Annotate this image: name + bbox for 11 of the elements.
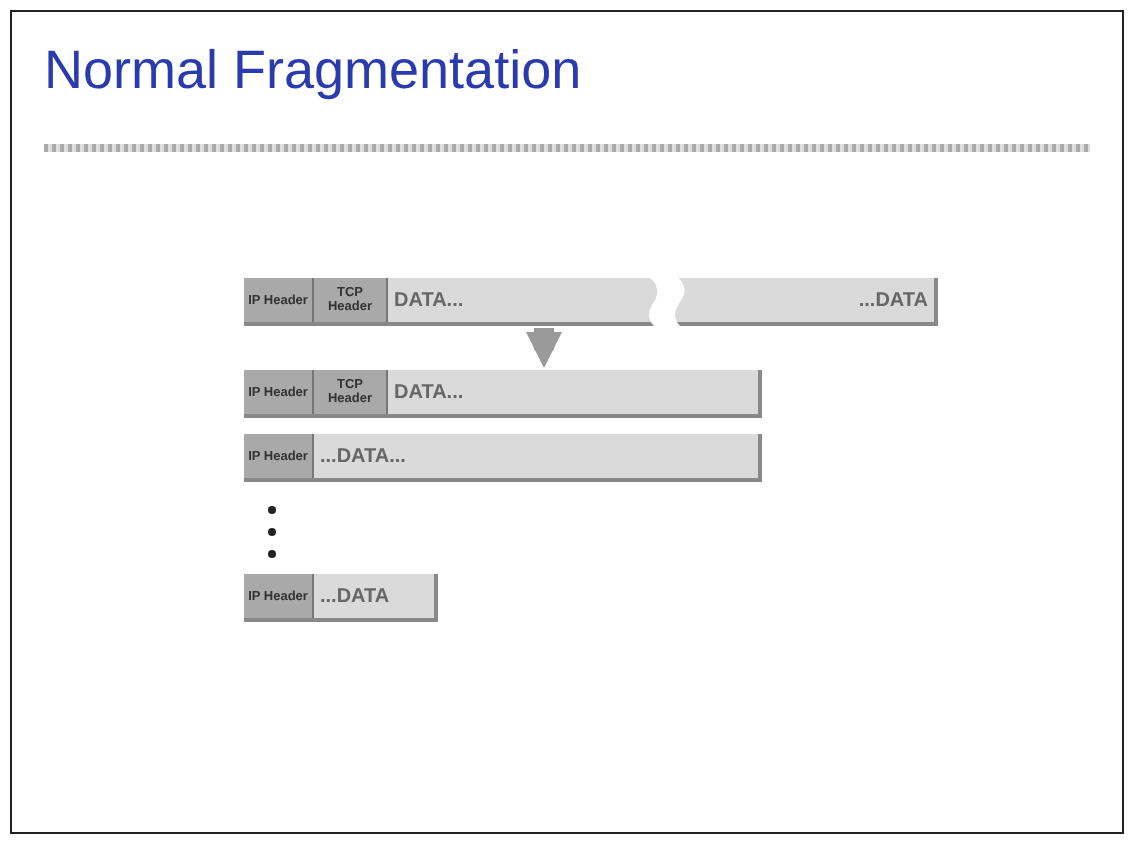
packet-bar [244, 370, 762, 418]
data-field: ...DATA [680, 278, 934, 322]
data-field: DATA... [388, 370, 628, 414]
data-field: ...DATA... [314, 434, 554, 478]
arrow [526, 328, 562, 368]
data-field: ...DATA [314, 574, 434, 618]
packet-bar [244, 434, 762, 482]
data-field: DATA... [388, 278, 648, 322]
slide-title: Normal Fragmentation [44, 40, 582, 102]
packet-bar [244, 574, 438, 622]
packet-bar [244, 278, 938, 326]
